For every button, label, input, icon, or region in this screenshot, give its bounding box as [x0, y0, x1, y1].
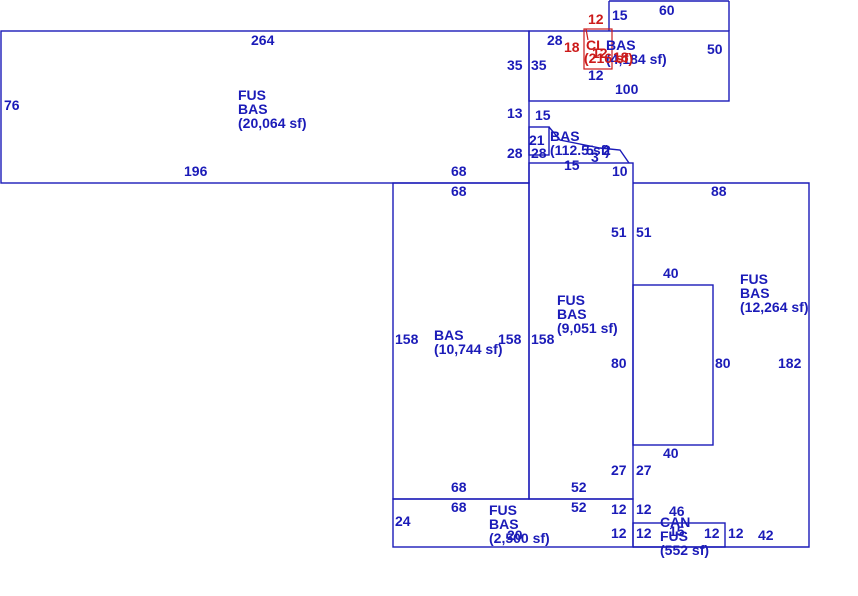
dimension-label: 28 — [547, 32, 563, 48]
dimension-label: 12 — [636, 525, 652, 541]
svg-text:(216 sf): (216 sf) — [584, 50, 633, 66]
svg-text:BAS: BAS — [606, 37, 636, 53]
dimension-label: 158 — [498, 331, 522, 347]
dimension-label: 182 — [778, 355, 802, 371]
svg-text:(2,500 sf): (2,500 sf) — [489, 530, 550, 546]
svg-text:(12,264 sf): (12,264 sf) — [740, 299, 808, 315]
dimension-label: 27 — [636, 462, 652, 478]
area-southwest-label: BAS (10,744 sf) — [434, 327, 502, 357]
dimension-label: 68 — [451, 163, 467, 179]
dimension-label: 51 — [636, 224, 652, 240]
area-west-outline — [0, 30, 530, 184]
red-dimension-label: 18 — [613, 49, 629, 65]
area-bottom-label: FUS BAS (2,500 sf) — [489, 502, 550, 546]
red-dimension-labels: 12 18 18 12 — [564, 11, 629, 65]
dimension-label: 51 — [611, 224, 627, 240]
dimension-label: 15 — [564, 157, 580, 173]
dimension-label: 158 — [531, 331, 555, 347]
dimension-label: 10 — [612, 163, 628, 179]
area-can-label: CAN FUS (552 sf) — [660, 514, 709, 558]
dimension-label: 264 — [251, 32, 275, 48]
svg-text:FUS: FUS — [489, 502, 517, 518]
dimension-label: 21 — [529, 132, 545, 148]
svg-text:(4,184 sf): (4,184 sf) — [606, 51, 667, 67]
svg-text:(10,744 sf): (10,744 sf) — [434, 341, 502, 357]
dimension-label: 27 — [611, 462, 627, 478]
svg-text:BAS: BAS — [740, 285, 770, 301]
dimension-label: 12 — [611, 525, 627, 541]
red-dimension-label: 18 — [564, 39, 580, 55]
dimension-label: 46 — [669, 503, 685, 519]
svg-text:(552 sf): (552 sf) — [660, 542, 709, 558]
dimension-label: 24 — [395, 513, 411, 529]
dimension-label: 52 — [571, 499, 587, 515]
area-east-label: FUS BAS (12,264 sf) — [740, 271, 808, 315]
area-red-outline — [583, 28, 613, 70]
dimension-label: 80 — [611, 355, 627, 371]
svg-text:(9,051 sf): (9,051 sf) — [557, 320, 618, 336]
area-small-outline — [528, 126, 550, 156]
red-tick — [585, 28, 589, 41]
area-small-label: BAS (112.5 sf) — [550, 128, 610, 158]
dimension-label: 76 — [4, 97, 20, 113]
dimension-label: 13 — [507, 105, 523, 121]
svg-text:BAS: BAS — [557, 306, 587, 322]
dimension-label: 50 — [707, 41, 723, 57]
svg-text:CL: CL — [586, 37, 605, 53]
dimension-label: 15 — [612, 7, 628, 23]
dimension-label: 12 — [636, 501, 652, 517]
red-dimension-label: 12 — [588, 11, 604, 27]
svg-text:BAS: BAS — [238, 101, 268, 117]
dimension-label: 35 — [531, 57, 547, 73]
svg-text:CAN: CAN — [660, 514, 690, 530]
dimension-label: 68 — [451, 479, 467, 495]
dimension-label: 42 — [758, 527, 774, 543]
dimension-label: 2 — [603, 142, 611, 158]
dimension-label: 12 — [704, 525, 720, 541]
svg-text:BAS: BAS — [489, 516, 519, 532]
dimension-label: 158 — [395, 331, 419, 347]
dimension-label: 15 — [535, 107, 551, 123]
dimension-label: 20 — [507, 527, 523, 543]
dimension-label: 196 — [184, 163, 208, 179]
area-north-label: BAS (4,184 sf) — [606, 37, 667, 67]
dimension-label: 12 — [728, 525, 744, 541]
area-center-label: FUS BAS (9,051 sf) — [557, 292, 618, 336]
dimension-label: 40 — [663, 445, 679, 461]
svg-text:BAS: BAS — [434, 327, 464, 343]
dimension-label: 52 — [571, 479, 587, 495]
dimension-label: 40 — [663, 265, 679, 281]
svg-text:FUS: FUS — [557, 292, 585, 308]
dimension-label: 60 — [659, 2, 675, 18]
area-north-outline — [528, 30, 730, 102]
area-west-label: FUS BAS (20,064 sf) — [238, 87, 306, 131]
small-connector — [548, 126, 630, 164]
red-dimension-label: 12 — [592, 45, 608, 61]
dimension-label: 88 — [711, 183, 727, 199]
dimension-label: 68 — [451, 183, 467, 199]
svg-text:BAS: BAS — [550, 128, 580, 144]
dimension-label: 15 — [669, 523, 685, 539]
dimension-label: 35 — [507, 57, 523, 73]
area-red-label: CL (216 sf) — [584, 37, 633, 66]
dimension-label: 12 — [611, 501, 627, 517]
east-void-outline — [632, 284, 714, 446]
svg-text:(112.5 sf): (112.5 sf) — [550, 142, 610, 158]
dimension-label: 28 — [507, 145, 523, 161]
dimension-labels: 264 76 196 68 68 35 35 28 13 28 28 15 60… — [4, 2, 802, 543]
svg-text:(20,064 sf): (20,064 sf) — [238, 115, 306, 131]
dimension-label: 12 — [588, 67, 604, 83]
dimension-label: 68 — [451, 499, 467, 515]
svg-text:FUS: FUS — [740, 271, 768, 287]
dimension-label: 100 — [615, 81, 639, 97]
svg-text:FUS: FUS — [238, 87, 266, 103]
dimension-label: 5 — [586, 142, 594, 158]
dimension-label: 3 — [591, 149, 599, 165]
dimension-label: 80 — [715, 355, 731, 371]
dimension-label: 28 — [531, 145, 547, 161]
svg-text:FUS: FUS — [660, 528, 688, 544]
area-can-outline — [632, 522, 726, 548]
